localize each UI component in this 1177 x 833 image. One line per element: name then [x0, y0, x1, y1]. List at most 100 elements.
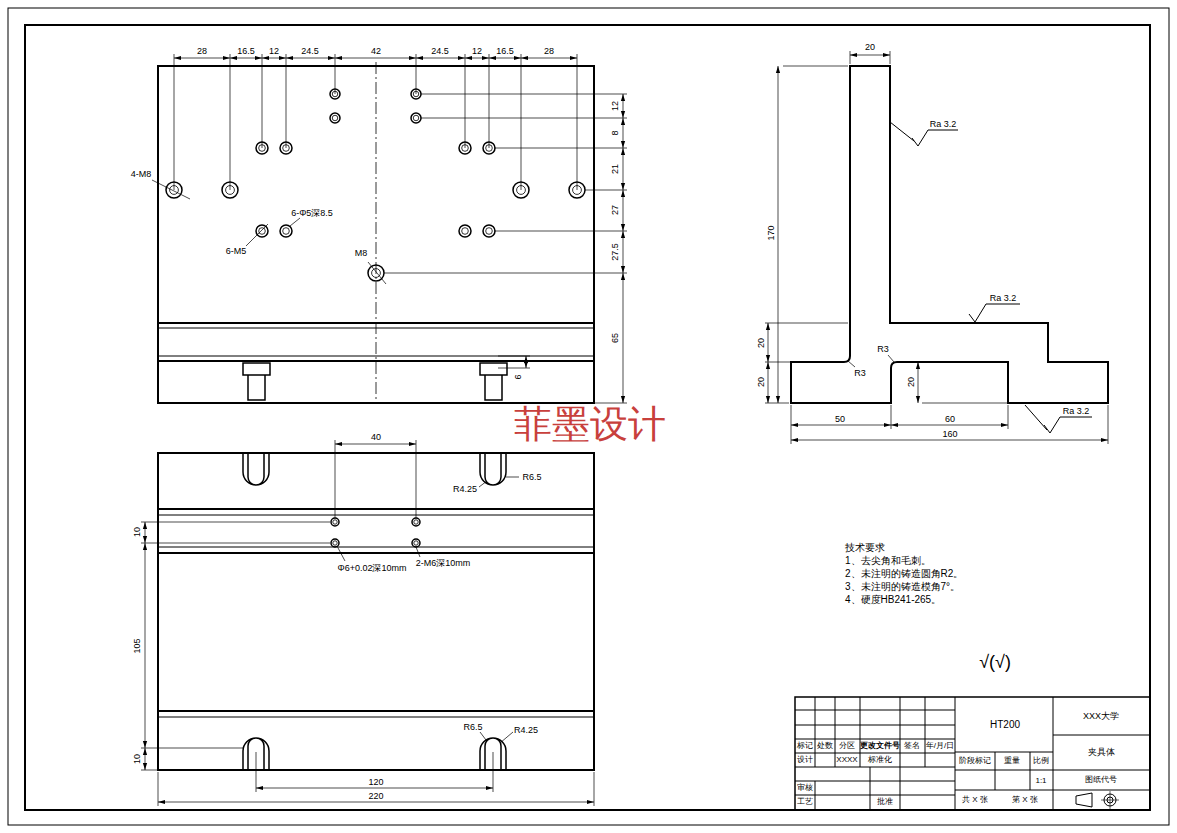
dimension-text: 10: [133, 754, 142, 764]
hole-inner: [259, 228, 266, 235]
edge-line: [158, 717, 594, 718]
dimension-line: [489, 58, 521, 59]
u-slot: [480, 453, 506, 485]
extension-line: [421, 94, 627, 95]
extension-line: [421, 118, 627, 119]
extension-line: [416, 54, 417, 94]
dimension-line: [791, 440, 1108, 441]
dimension-text: 170: [767, 225, 776, 240]
title-block-cell: 处数: [817, 742, 833, 750]
dimension-layer: [141, 51, 1108, 806]
extension-line: [850, 51, 851, 64]
edge-line: [158, 508, 594, 510]
watermark: 菲墨设计: [514, 405, 666, 443]
u-slot: [243, 453, 269, 485]
dimension-line: [623, 231, 624, 273]
dimension-lines: [145, 55, 1108, 802]
extension-line: [891, 405, 892, 429]
extension-line: [368, 262, 386, 284]
dimension-text: 2-M6深10mm: [416, 559, 471, 568]
dimension-line: [335, 58, 416, 59]
top-view: [158, 453, 594, 770]
locating-pin: [243, 363, 270, 400]
dimension-line: [145, 543, 146, 748]
extension-line: [141, 543, 330, 544]
title-block-cell: 夹具体: [1088, 748, 1115, 757]
center-line: [376, 62, 377, 400]
dimension-line: [521, 58, 577, 59]
dimension-line: [465, 58, 489, 59]
extension-line: [498, 356, 530, 357]
extension-line: [848, 361, 855, 367]
extension-line: [262, 54, 263, 148]
extension-line: [416, 547, 420, 557]
edge-line: [158, 552, 594, 554]
front-view: [158, 62, 594, 403]
hole-inner: [413, 115, 419, 121]
extension-line: [384, 273, 627, 274]
dimension-text: 6: [514, 374, 523, 379]
hole-inner: [333, 520, 337, 524]
extension-line: [286, 54, 287, 148]
extension-line: [494, 148, 627, 149]
extension-line: [152, 180, 190, 199]
extension-line: [465, 54, 466, 148]
title-block-cell: HT200: [990, 720, 1020, 730]
technical-note: 4、硬度HB241-265。: [845, 595, 941, 605]
extension-line: [493, 752, 494, 792]
edge-line: [158, 356, 594, 357]
extension-line: [230, 54, 231, 190]
extension-line: [594, 403, 627, 404]
extension-line: [290, 218, 300, 226]
title-block-cell: 分区: [839, 742, 855, 750]
hole: [331, 518, 339, 526]
dimension-line: [778, 66, 779, 403]
extension-line: [335, 54, 336, 94]
dimension-text: 105: [133, 638, 142, 653]
title-block-cell: 年/月/日: [926, 742, 954, 750]
hole: [412, 539, 420, 547]
extension-line: [577, 54, 578, 190]
title-block-cell: 工艺: [797, 798, 813, 806]
extension-lines: [141, 51, 1108, 806]
dimension-text: 6-M5: [226, 247, 247, 256]
dimension-text: 8: [611, 130, 620, 135]
extension-line: [174, 54, 175, 190]
hole: [412, 518, 420, 526]
inner-border: [25, 25, 1150, 810]
title-block-cell: 签名: [904, 742, 920, 750]
extension-line: [791, 405, 792, 444]
extension-line: [783, 66, 848, 67]
dimension-text: Ra 3.2: [930, 120, 957, 129]
hole: [459, 225, 471, 237]
dimension-text: 12: [472, 47, 482, 56]
technical-note: 1、去尖角和毛刺。: [845, 556, 931, 566]
extension-line: [141, 770, 158, 771]
edge-line: [158, 547, 594, 548]
title-block-cell: 审核: [797, 784, 813, 792]
dimension-line: [791, 425, 891, 426]
title-block-cell: 比例: [1033, 757, 1049, 765]
title-grid: [795, 697, 955, 810]
hole: [483, 225, 495, 237]
extension-line: [1108, 405, 1109, 444]
edge-line: [158, 710, 594, 712]
dimension-line: [918, 362, 919, 403]
extension-line: [141, 748, 243, 749]
hole: [330, 113, 340, 123]
extension-line: [335, 440, 336, 518]
view-outline: [158, 453, 594, 770]
dimension-line: [623, 118, 624, 148]
title-block-cell: 标记: [797, 742, 813, 750]
extension-line: [246, 224, 268, 246]
dimension-line: [145, 522, 146, 543]
title-block-cell: 重量: [1004, 757, 1020, 765]
dimension-text: 21: [611, 164, 620, 174]
title-grid: [955, 697, 1150, 810]
title-block-cell: 第 X 张: [1012, 796, 1038, 804]
hole-inner: [332, 115, 338, 121]
dimension-text: Φ6+0.02深10mm: [338, 564, 407, 573]
outer-border: [8, 8, 1169, 825]
dimension-text: 160: [942, 430, 957, 439]
